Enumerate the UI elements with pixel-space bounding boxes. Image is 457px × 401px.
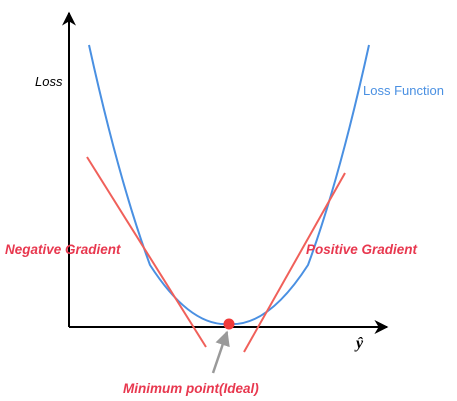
minimum-point-label: Minimum point(Ideal) bbox=[123, 381, 259, 396]
negative-gradient-line bbox=[86, 156, 207, 348]
positive-gradient-label: Positive Gradient bbox=[306, 242, 418, 257]
x-axis-label: ŷ bbox=[354, 335, 364, 352]
loss-curve bbox=[88, 44, 370, 326]
negative-gradient-label: Negative Gradient bbox=[5, 242, 121, 257]
positive-gradient-line bbox=[243, 172, 346, 353]
loss-function-label: Loss Function bbox=[363, 83, 444, 98]
y-axis-label: Loss bbox=[35, 74, 63, 89]
minimum-point-dot bbox=[223, 318, 235, 330]
minimum-pointer-arrow bbox=[211, 330, 230, 374]
